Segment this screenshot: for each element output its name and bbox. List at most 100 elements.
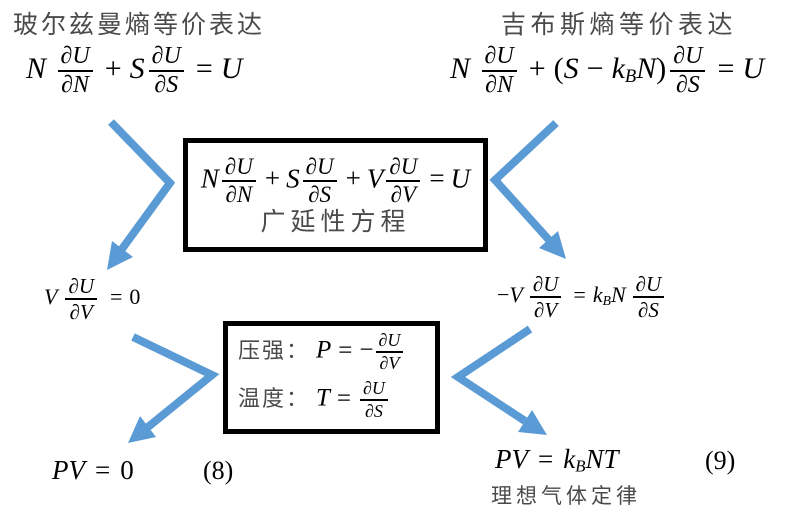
arrow-result-to-pv-zero [128, 333, 220, 443]
arrow-head-icon [539, 231, 566, 259]
denominator: ∂S [154, 72, 179, 99]
fraction-du-dv: ∂U∂V [529, 273, 562, 323]
equals-operator: = [717, 52, 735, 86]
open-paren: ( [553, 52, 564, 86]
var-pv: PV [495, 444, 528, 474]
boltzmann-result-equation: V∂U∂V=0 [44, 275, 140, 323]
equation-number-8: (8) [203, 456, 234, 485]
var-s: S [563, 52, 579, 86]
numerator: ∂U [375, 331, 404, 353]
fraction-du-dv: ∂U∂V [386, 154, 421, 208]
var-u: U [742, 52, 765, 86]
subscript-b: B [624, 66, 637, 88]
fraction-du-ds: ∂U∂S [302, 154, 337, 208]
denominator: ∂V [379, 352, 400, 373]
numerator: ∂U [148, 43, 184, 73]
var-k: k [592, 282, 603, 308]
zero: 0 [129, 284, 141, 310]
equation-number-9: (9) [705, 446, 736, 475]
var-nt: NT [585, 444, 619, 474]
equals-operator: = [429, 163, 445, 194]
numerator: ∂U [632, 273, 665, 299]
denominator: ∂V [390, 182, 417, 208]
denominator: ∂V [534, 298, 558, 323]
pressure-label: 压强： [238, 338, 311, 364]
arrow-shaft [131, 333, 220, 431]
numerator: ∂U [386, 154, 421, 183]
fraction-du-dn: ∂U∂N [57, 43, 93, 99]
var-n: N [450, 52, 471, 86]
gibbs-result-equation: −V∂U∂V=kBN∂U∂S [497, 273, 669, 321]
subscript-b: B [575, 456, 586, 476]
temperature-label: 温度： [238, 386, 311, 412]
denominator: ∂S [637, 298, 659, 323]
temperature-definition: 温度： T= ∂U∂S [238, 379, 390, 421]
numerator: ∂U [65, 275, 97, 301]
denominator: ∂S [675, 72, 700, 99]
var-n: N [200, 163, 219, 194]
fraction-du-dn: ∂U∂N [221, 154, 256, 207]
boltzmann-heading: 玻尔兹曼熵等价表达 [13, 10, 266, 39]
extensive-equation-caption: 广延性方程 [260, 207, 411, 237]
arrow-shaft [489, 120, 559, 243]
fraction-du-ds: ∂U∂S [148, 43, 184, 99]
arrow-shaft [108, 119, 176, 252]
denominator: ∂V [69, 300, 93, 325]
boltzmann-conclusion-equation: PV = 0 [52, 457, 134, 484]
var-v: V [366, 163, 384, 194]
var-v: V [44, 284, 58, 310]
numerator: ∂U [221, 154, 256, 183]
ideal-gas-law-caption: 理想气体定律 [491, 484, 641, 508]
numerator: ∂U [302, 154, 337, 183]
var-s: S [129, 52, 145, 86]
ideal-gas-law-equation: PV = kBNT [495, 446, 618, 475]
temperature-equation: T= ∂U∂S [316, 379, 390, 421]
denominator: ∂S [308, 182, 332, 208]
extensive-equation: N∂U∂N+S∂U∂S+V∂U∂V=U [188, 154, 483, 208]
equals-operator: = [336, 384, 352, 412]
gibbs-equation: N ∂U∂N+(S−kBN)∂U∂S=U [450, 43, 765, 99]
arrow-head-icon [518, 410, 547, 435]
plus-operator: + [345, 163, 361, 194]
var-pv: PV [52, 455, 85, 485]
fraction-du-ds: ∂U∂S [632, 273, 665, 323]
equals-operator: = [95, 455, 111, 485]
equals-operator: = [538, 444, 554, 474]
boltzmann-constant: kB [592, 282, 611, 309]
var-p: P [316, 336, 332, 364]
arrow-boltzmann-to-result [107, 119, 176, 270]
numerator: ∂U [670, 43, 706, 73]
arrow-result-to-ideal-gas [450, 325, 547, 435]
var-k: k [611, 52, 625, 86]
gibbs-heading: 吉布斯熵等价表达 [501, 10, 738, 39]
arrow-head-icon [128, 416, 156, 443]
arrow-head-icon [107, 241, 133, 270]
var-v: V [509, 282, 523, 308]
var-t: T [316, 384, 330, 412]
boltzmann-constant: kB [611, 52, 637, 88]
zero: 0 [120, 455, 134, 485]
denominator: ∂S [365, 400, 383, 421]
var-u: U [220, 52, 243, 86]
var-n: N [26, 52, 47, 86]
var-n: N [610, 282, 626, 308]
fraction-du-ds: ∂U∂S [360, 379, 388, 421]
pressure-equation: P=−∂U∂V [316, 331, 405, 373]
fraction-du-dv: ∂U∂V [375, 331, 404, 373]
boltzmann-constant: kB [563, 444, 586, 476]
equals-operator: = [338, 336, 353, 364]
minus-sign: − [359, 336, 374, 364]
arrow-shaft [450, 325, 533, 425]
numerator: ∂U [529, 273, 562, 299]
var-u: U [450, 163, 471, 194]
minus-operator: − [586, 52, 604, 86]
fraction-du-dn: ∂U∂N [481, 43, 517, 98]
plus-operator: + [528, 52, 546, 86]
denominator: ∂N [61, 72, 90, 99]
pressure-definition: 压强： P=−∂U∂V [238, 331, 405, 373]
plus-operator: + [104, 52, 122, 86]
subscript-b: B [602, 293, 611, 309]
numerator: ∂U [481, 43, 517, 73]
minus-sign: − [497, 282, 510, 308]
fraction-du-dv: ∂U∂V [65, 275, 97, 323]
